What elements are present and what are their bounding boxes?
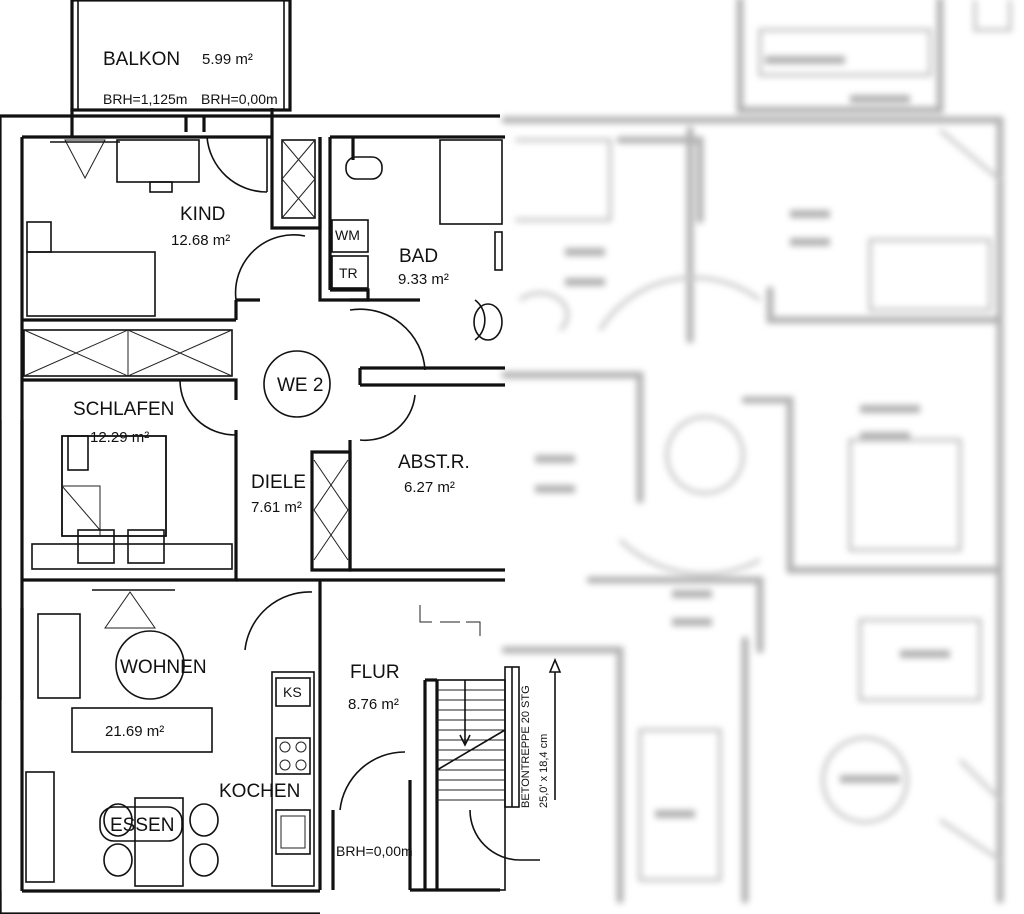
room-area-flur: 8.76 m² — [348, 696, 399, 713]
fixture-ks: KS — [283, 684, 302, 700]
room-name-bad: BAD — [399, 246, 438, 267]
room-name-essen: ESSEN — [110, 815, 174, 836]
balcony — [70, 0, 292, 112]
brh-label-right: BRH=0,00m — [201, 91, 278, 107]
room-area-kind: 12.68 m² — [171, 232, 230, 249]
brh-label-left: BRH=1,125m — [103, 91, 187, 107]
labels: BALKON 5.99 m² BRH=1,125m BRH=0,00m KIND… — [73, 49, 550, 859]
door-swings — [179, 136, 426, 811]
walls — [0, 108, 505, 914]
fixture-tr: TR — [339, 265, 358, 281]
room-name-wohnen: WOHNEN — [120, 657, 207, 678]
room-name-diele: DIELE — [251, 472, 306, 493]
stair-label-line1: BETONTREPPE 20 STG — [520, 685, 532, 808]
fixture-wm: WM — [335, 227, 360, 243]
furniture — [25, 139, 503, 887]
room-name-flur: FLUR — [350, 662, 400, 683]
blurred-mirror-plan — [501, 0, 1012, 904]
room-name-kochen: KOCHEN — [219, 781, 300, 802]
room-area-abstr: 6.27 m² — [404, 479, 455, 496]
room-name-abstr: ABST.R. — [398, 452, 470, 473]
wardrobes — [23, 139, 349, 561]
stair-label-line2: 25,0' x 18,4 cm — [538, 734, 550, 808]
room-area-balkon: 5.99 m² — [202, 51, 253, 68]
brh-label-flur: BRH=0,00m — [336, 843, 413, 859]
room-name-kind: KIND — [180, 204, 225, 225]
room-area-bad: 9.33 m² — [398, 271, 449, 288]
room-area-schlafen: 12.29 m² — [90, 429, 149, 446]
room-area-wohnen: 21.69 m² — [105, 723, 164, 740]
staircase — [419, 605, 562, 891]
room-area-diele: 7.61 m² — [251, 499, 302, 516]
room-name-balkon: BALKON — [103, 49, 180, 70]
room-name-schlafen: SCHLAFEN — [73, 399, 174, 420]
unit-label: WE 2 — [277, 375, 323, 396]
